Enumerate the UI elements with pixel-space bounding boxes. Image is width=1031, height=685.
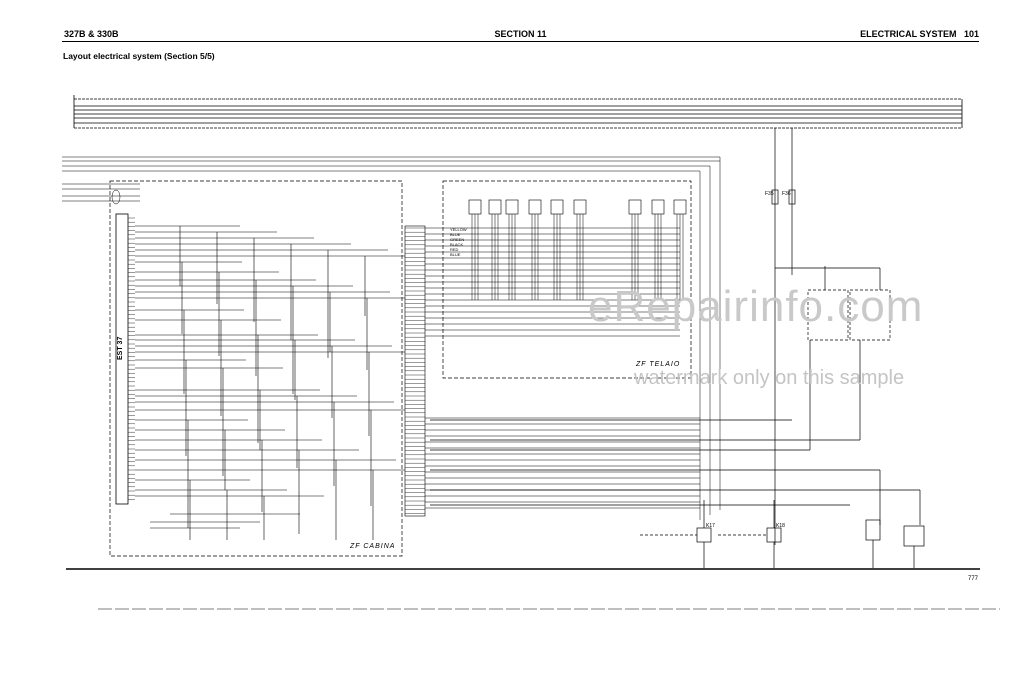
relay-k17-label: K17 — [706, 523, 715, 529]
svg-text:GREEN: GREEN — [450, 237, 464, 242]
input-lines — [62, 156, 721, 520]
relay-k18-label: K18 — [776, 523, 785, 529]
chapter-label: ELECTRICAL SYSTEM — [860, 29, 957, 39]
wire-color-labels: YELLOW BLUE GREEN BLACK RED BLUE — [450, 227, 467, 257]
watermark-brand: eRepairinfo.com — [588, 282, 924, 331]
telaio-enclosure — [442, 180, 692, 379]
fuse-f35-label: F35 — [765, 191, 774, 197]
chapter-page-label: ELECTRICAL SYSTEM 101 — [860, 29, 979, 39]
solenoid-row — [640, 500, 925, 568]
est37-label: EST 37 — [117, 337, 124, 360]
fuse-f36-label: F36 — [782, 191, 791, 197]
model-label: 327B & 330B — [64, 29, 119, 39]
section-label: SECTION 11 — [494, 29, 547, 39]
page-header: 327B & 330B SECTION 11 ELECTRICAL SYSTEM… — [62, 26, 979, 42]
power-bus — [73, 95, 963, 129]
svg-text:RED: RED — [450, 247, 459, 252]
svg-text:BLACK: BLACK — [450, 242, 463, 247]
intermediate-connector — [404, 225, 426, 517]
sensor-row — [468, 199, 687, 300]
fuse-feeds — [430, 128, 921, 545]
watermark-note: watermark only on this sample — [634, 367, 905, 389]
ground-symbol: 777 — [968, 576, 979, 582]
svg-text:BLUE: BLUE — [450, 232, 461, 237]
est37-connector: EST 37 — [115, 213, 135, 505]
cabina-label: ZF CABINA — [350, 543, 396, 550]
telaio-label: ZF TELAIO — [636, 361, 681, 368]
page-subtitle: Layout electrical system (Section 5/5) — [63, 51, 215, 61]
svg-text:YELLOW: YELLOW — [450, 227, 467, 232]
cabina-enclosure — [109, 180, 403, 557]
page-number: 101 — [963, 29, 979, 39]
svg-text:BLUE: BLUE — [450, 252, 461, 257]
